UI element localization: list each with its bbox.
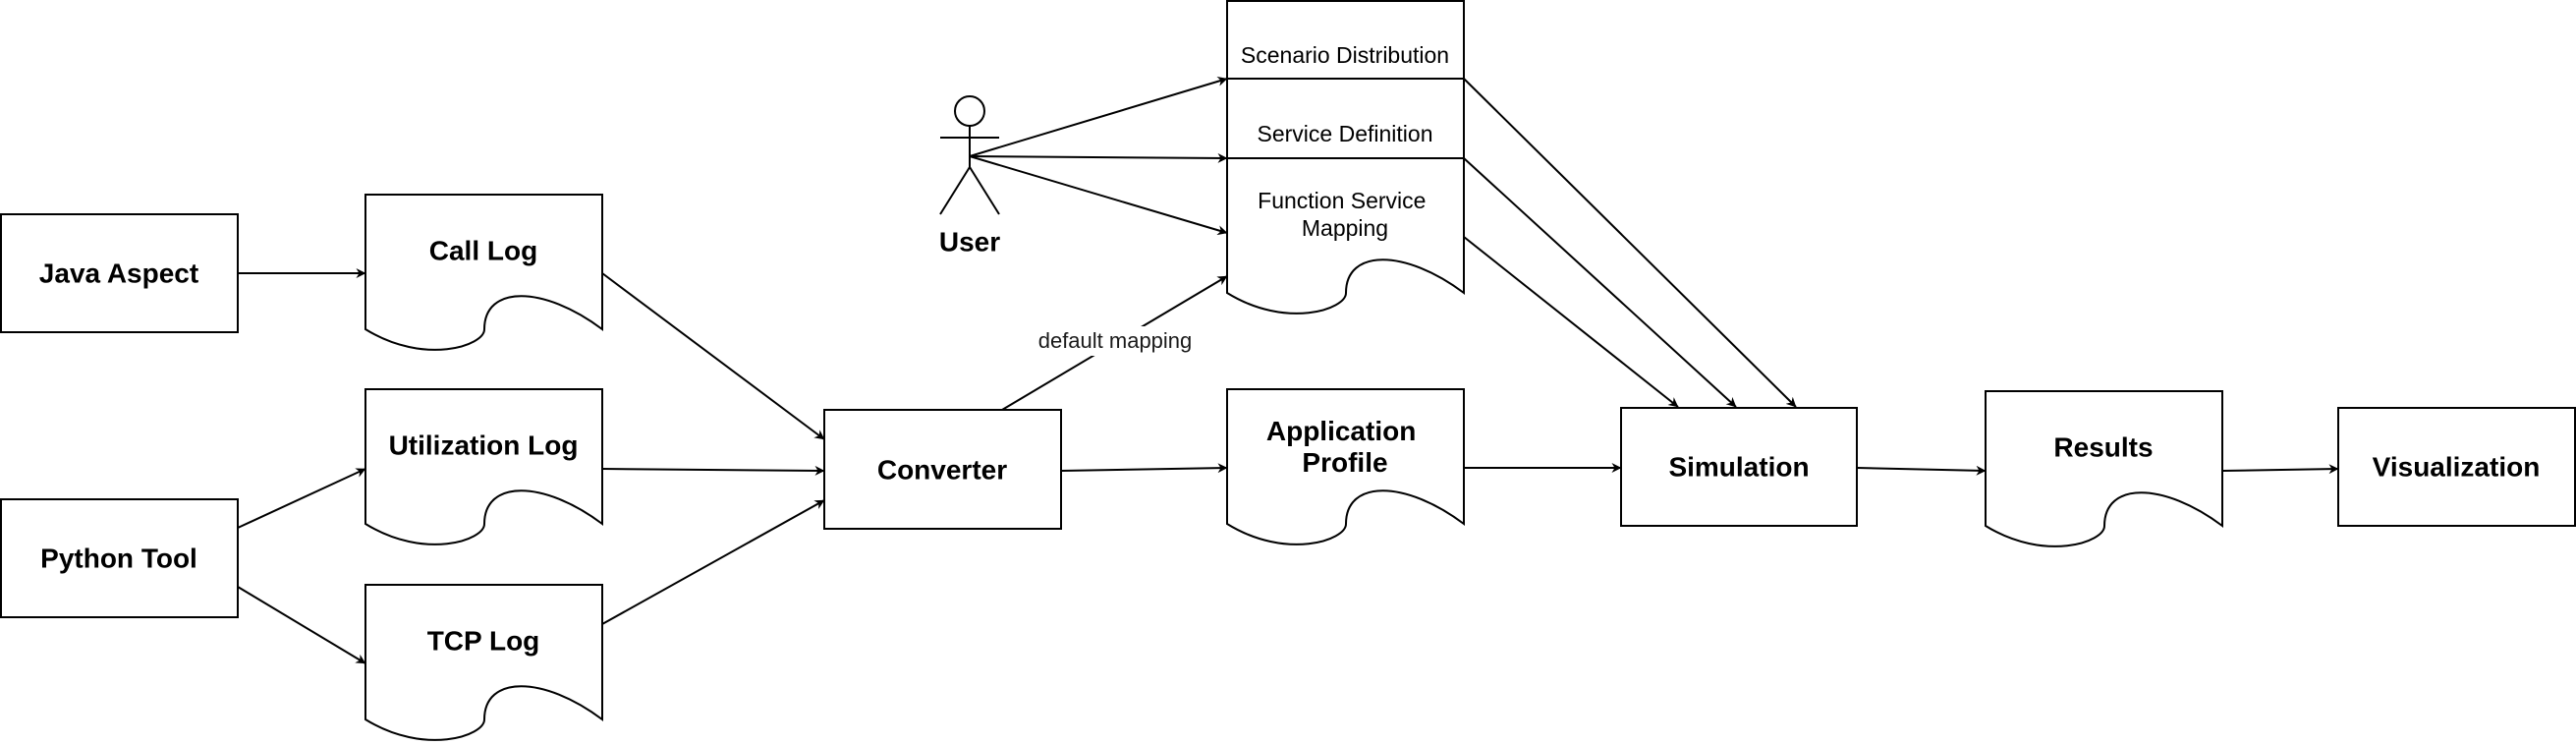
edge-python-tool-to-utilization-log: [237, 468, 366, 529]
node-user-label: User: [939, 226, 1000, 257]
node-call-log-label: Call Log: [429, 235, 537, 265]
node-simulation-label: Simulation: [1668, 451, 1809, 482]
edge-python-tool-to-tcp-log: [237, 586, 366, 664]
node-simulation[interactable]: Simulation: [1620, 407, 1858, 527]
node-scenario-distribution-label: Scenario Distribution: [1241, 42, 1449, 68]
node-function-service-mapping-line-2: Mapping: [1302, 215, 1388, 241]
edge-simulation-to-results: [1856, 465, 1987, 476]
node-application-profile-line-1: Application: [1266, 416, 1416, 446]
node-user[interactable]: User: [939, 95, 1000, 257]
edge-scenario-distribution-to-simulation: [1463, 78, 1797, 408]
node-call-log[interactable]: Call Log: [364, 194, 603, 351]
edge-user-to-scenario-distribution: [969, 76, 1228, 157]
node-results-label: Results: [2053, 431, 2153, 462]
edge-service-definition-to-simulation: [1463, 157, 1737, 408]
node-function-service-mapping-label: Function Service Mapping: [1258, 188, 1432, 241]
node-visualization-label: Visualization: [2373, 451, 2541, 482]
edge-utilization-log-to-converter: [601, 465, 825, 476]
node-service-definition[interactable]: Service Definition: [1226, 78, 1465, 159]
node-python-tool-label: Python Tool: [40, 543, 197, 573]
node-application-profile[interactable]: Application Profile: [1226, 388, 1465, 545]
node-utilization-log[interactable]: Utilization Log: [364, 388, 603, 545]
edge-converter-to-application-profile: [1060, 463, 1228, 474]
edge-label-default-mapping: default mapping: [1038, 328, 1193, 353]
edge-label-default-mapping-group: default mapping: [1032, 326, 1199, 356]
user-actor-icon: [939, 95, 1000, 215]
node-scenario-distribution[interactable]: Scenario Distribution: [1226, 0, 1465, 80]
edge-tcp-log-to-converter: [601, 499, 825, 625]
node-function-service-mapping[interactable]: Function Service Mapping: [1226, 157, 1465, 315]
node-converter-label: Converter: [877, 454, 1007, 485]
node-tcp-log-label: TCP Log: [427, 625, 540, 656]
node-java-aspect-label: Java Aspect: [39, 258, 198, 288]
node-application-profile-label: Application Profile: [1266, 416, 1424, 478]
edge-function-service-mapping-to-simulation: [1463, 236, 1679, 408]
node-utilization-log-label: Utilization Log: [389, 430, 579, 460]
node-python-tool[interactable]: Python Tool: [0, 498, 239, 618]
edge-call-log-to-converter: [601, 272, 825, 440]
node-results[interactable]: Results: [1985, 390, 2223, 547]
edge-user-to-function-service-mapping: [969, 155, 1228, 236]
node-function-service-mapping-line-1: Function Service: [1258, 188, 1426, 213]
node-service-definition-label: Service Definition: [1258, 121, 1433, 146]
edges: [237, 76, 2339, 664]
edge-results-to-visualization: [2221, 464, 2339, 475]
node-tcp-log[interactable]: TCP Log: [364, 584, 603, 741]
node-visualization[interactable]: Visualization: [2337, 407, 2576, 527]
edge-user-to-service-definition: [969, 152, 1228, 163]
node-converter[interactable]: Converter: [823, 409, 1062, 530]
node-java-aspect[interactable]: Java Aspect: [0, 213, 239, 333]
node-application-profile-line-2: Profile: [1302, 447, 1387, 478]
